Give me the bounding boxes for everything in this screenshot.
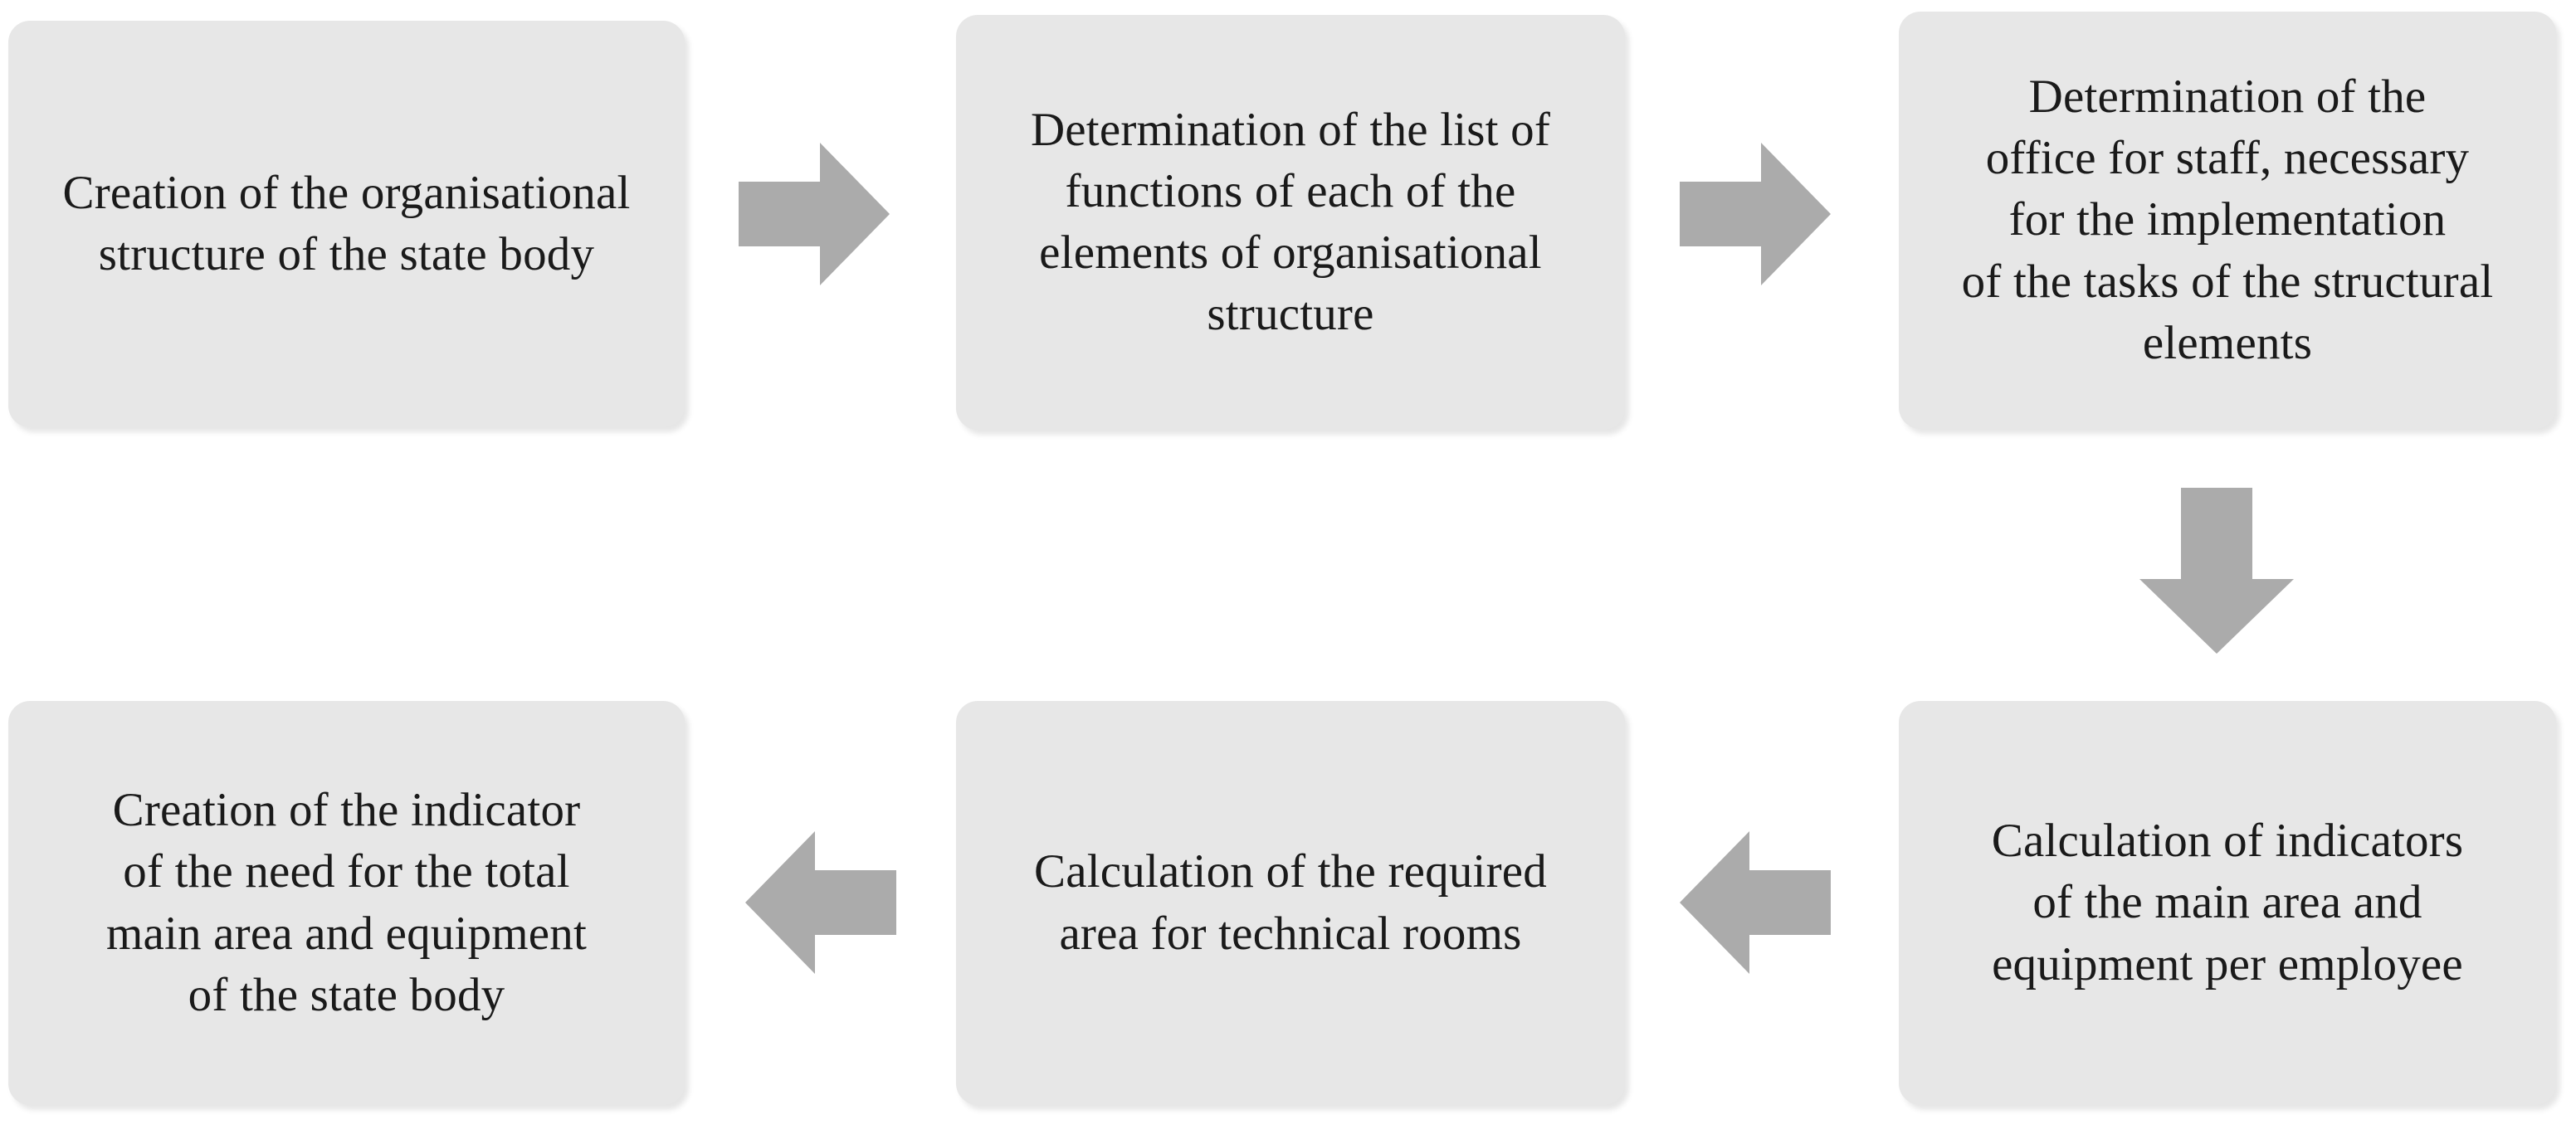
node-label: Determination of the list of functions o… — [1030, 103, 1551, 341]
node-label: Calculation of indicators of the main ar… — [1991, 815, 2464, 990]
process-node-creation-of-indicator-of-need[interactable]: Creation of the indicator of the need fo… — [8, 701, 685, 1105]
arrow-left-node5-to-node4 — [745, 831, 896, 974]
arrow-right-node1-to-node2 — [739, 143, 890, 285]
arrow-left-node6-to-node5 — [1680, 831, 1831, 974]
process-node-calculation-of-required-area-technical-rooms[interactable]: Calculation of the required area for tec… — [956, 701, 1625, 1105]
node-label: Creation of the organisational structure… — [62, 166, 631, 280]
arrow-down-node3-to-node6 — [2139, 488, 2294, 654]
node-label: Determination of the office for staff, n… — [1961, 71, 2494, 369]
arrow-right-node2-to-node3 — [1680, 143, 1831, 285]
node-label: Calculation of the required area for tec… — [1034, 845, 1547, 960]
process-node-determination-of-office-for-staff[interactable]: Determination of the office for staff, n… — [1899, 12, 2556, 429]
node-label: Creation of the indicator of the need fo… — [105, 784, 588, 1021]
process-node-determination-of-functions[interactable]: Determination of the list of functions o… — [956, 15, 1625, 430]
process-node-calculation-of-indicators-per-employee[interactable]: Calculation of indicators of the main ar… — [1899, 701, 2556, 1105]
process-node-creation-of-organisational-structure[interactable]: Creation of the organisational structure… — [8, 21, 685, 427]
